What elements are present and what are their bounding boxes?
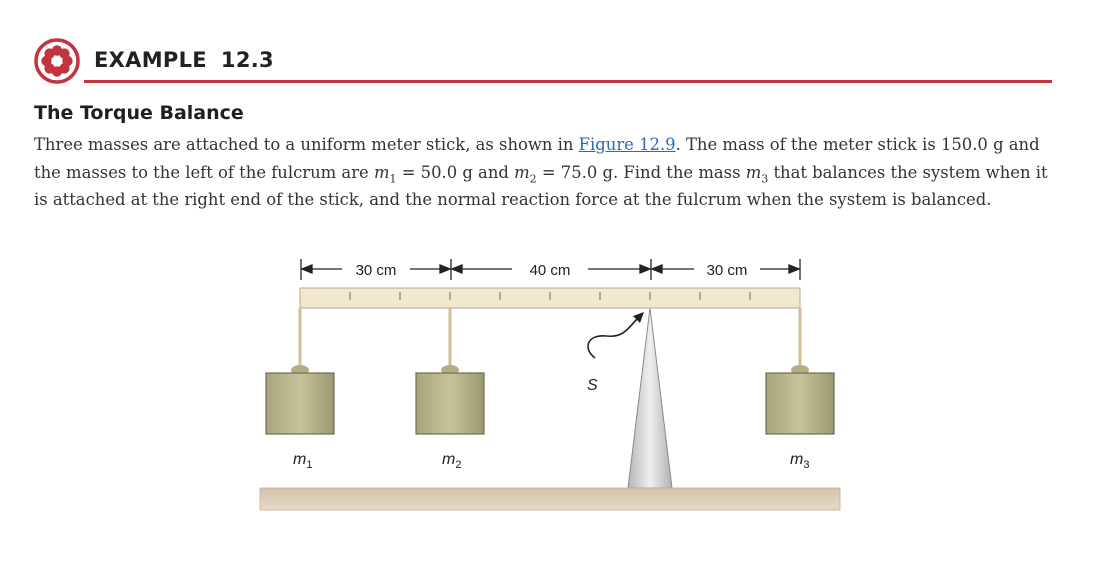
- stick-ticks: [349, 292, 751, 300]
- asterisk-flower-icon: [34, 38, 80, 84]
- dim-label-left: 30 cm: [356, 262, 397, 279]
- floor: [259, 487, 841, 511]
- var-m3-sub: 3: [761, 171, 769, 185]
- para-eq-2: = 75.0 g. Find the mass: [536, 162, 746, 182]
- para-eq-1: = 50.0 g and: [396, 162, 515, 182]
- dim-label-middle: 40 cm: [530, 262, 571, 279]
- example-header: EXAMPLE 12.3: [34, 36, 1052, 86]
- mass-m2: [415, 365, 485, 435]
- mass-m1: [265, 365, 335, 435]
- torque-balance-figure: 30 cm 40 cm 30 cm m1 m2 m3 S: [259, 259, 841, 511]
- var-m1: m: [373, 162, 390, 182]
- strings: [298, 308, 802, 366]
- pivot-pointer-arrowhead: [633, 312, 644, 323]
- mass-label-m2: m2: [442, 451, 461, 471]
- var-m1-sub: 1: [389, 171, 397, 185]
- mass-m3: [765, 365, 835, 435]
- example-number: 12.3: [220, 48, 274, 72]
- mass-label-m3: m3: [790, 451, 809, 471]
- var-m2: m: [514, 162, 530, 182]
- var-m3: m: [745, 162, 762, 182]
- header-rule: [84, 80, 1052, 83]
- example-label: EXAMPLE 12.3: [94, 48, 274, 72]
- example-word: EXAMPLE: [94, 48, 207, 72]
- para-text-3: that balances the system when it is atta…: [34, 162, 1048, 210]
- para-text-2: . The mass of the meter stick is 150.0 g…: [34, 135, 1040, 182]
- dim-label-right: 30 cm: [707, 262, 748, 279]
- var-m2-sub: 2: [529, 171, 537, 185]
- figure-link[interactable]: Figure 12.9: [578, 135, 676, 154]
- problem-paragraph: Three masses are attached to a uniform m…: [34, 131, 1054, 214]
- para-text-1: Three masses are attached to a uniform m…: [34, 135, 579, 154]
- mass-label-m1: m1: [293, 451, 312, 471]
- example-title: The Torque Balance: [34, 102, 244, 124]
- pivot-pointer-arrow: [587, 317, 639, 359]
- dimension-line: [300, 259, 801, 280]
- fulcrum: [627, 307, 673, 489]
- pivot-label-s: S: [587, 377, 598, 394]
